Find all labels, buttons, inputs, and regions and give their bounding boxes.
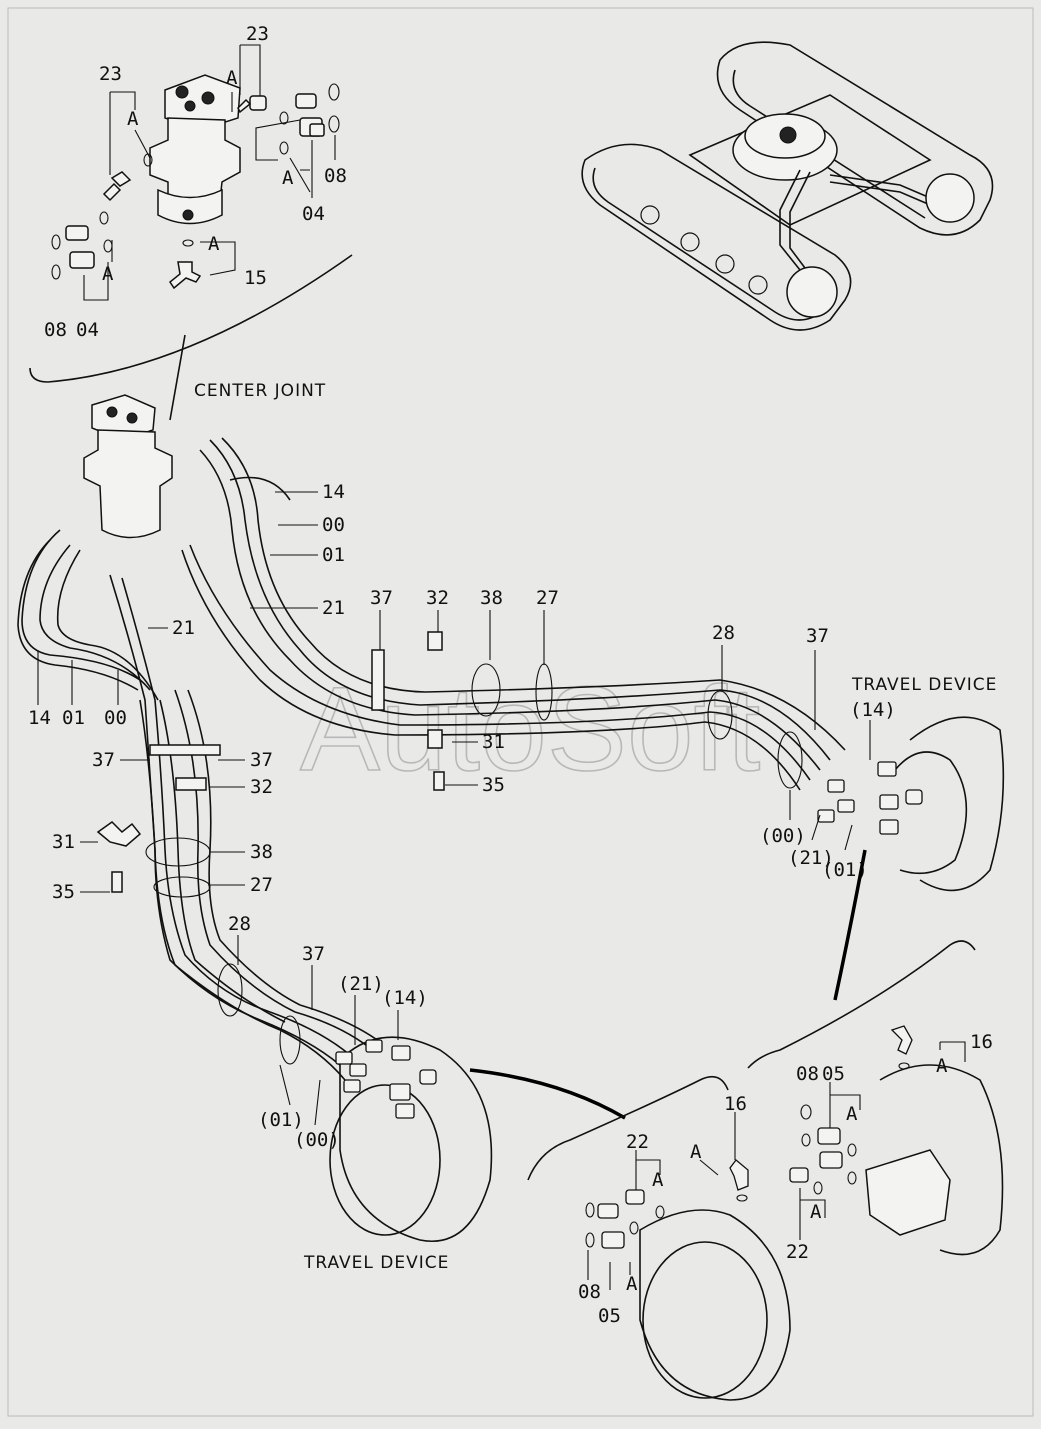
- callout-35-upper: 35: [482, 774, 505, 796]
- callout-21p-left: (21): [338, 973, 384, 995]
- callout-22-right: 22: [786, 1241, 809, 1263]
- caption-center-joint: CENTER JOINT: [194, 381, 326, 401]
- travel-detail-inset-right: 16 A 08 05 A A 22: [747, 940, 1004, 1263]
- callout-08-right: 08: [796, 1063, 819, 1085]
- travel-device-left: [329, 1036, 493, 1242]
- caption-travel-device-right: TRAVEL DEVICE: [851, 675, 997, 695]
- callout-a-3: A: [282, 167, 294, 189]
- page-frame: [7, 7, 1034, 1417]
- callout-08-bottom: 08: [44, 319, 67, 341]
- o-ring-08-top-a: [328, 83, 340, 101]
- center-joint-inset: 23 23 A A A A 08 04 08 04 15 A: [29, 23, 353, 421]
- callout-32-left: 32: [250, 776, 273, 798]
- callout-01-right: 01: [322, 544, 345, 566]
- callout-27-upper: 27: [536, 587, 559, 609]
- elbow-fitting-23a: [102, 171, 132, 202]
- callout-00p-right: (00): [760, 825, 806, 847]
- callout-21-right: 21: [322, 597, 345, 619]
- callout-32-upper: 32: [426, 587, 449, 609]
- callout-16-right: 16: [970, 1031, 993, 1053]
- undercarriage-overview: [581, 41, 994, 331]
- callout-a-7: A: [652, 1169, 664, 1191]
- callout-28-left: 28: [228, 913, 251, 935]
- o-ring-08-top-b: [328, 115, 340, 133]
- callout-01p-right: (01): [822, 859, 868, 881]
- callout-37-right: 37: [806, 625, 829, 647]
- callout-35-left: 35: [52, 881, 75, 903]
- callout-37-left-a: 37: [92, 749, 115, 771]
- center-joint-body: [149, 74, 241, 225]
- callout-37-left-b: 37: [250, 749, 273, 771]
- callout-38-upper: 38: [480, 587, 503, 609]
- callout-27-left: 27: [250, 874, 273, 896]
- callout-14-left: 14: [28, 707, 51, 729]
- callout-31-left: 31: [52, 831, 75, 853]
- callout-08-inset: 08: [578, 1281, 601, 1303]
- travel-device-right: [817, 716, 1005, 892]
- callout-a-9: A: [846, 1103, 858, 1125]
- callout-04-top: 04: [302, 203, 325, 225]
- callout-a-6: A: [626, 1273, 638, 1295]
- main-callouts: 14 00 01 21 21 14 01 00 37 32 38 27 31 3…: [28, 481, 896, 1151]
- o-ring-08-bottom-b: [51, 264, 61, 280]
- callout-37-upper: 37: [370, 587, 393, 609]
- callout-14p-left: (14): [382, 987, 428, 1009]
- callout-37-lower: 37: [302, 943, 325, 965]
- callout-31-upper: 31: [482, 731, 505, 753]
- callout-00-left: 00: [104, 707, 127, 729]
- callout-a-4: A: [102, 263, 114, 285]
- center-joint-assembled: [83, 394, 173, 539]
- callout-01p-left: (01): [258, 1109, 304, 1131]
- callout-05-inset: 05: [598, 1305, 621, 1327]
- callout-00p-left: (00): [294, 1129, 340, 1151]
- straight-connector-04-top: [295, 93, 325, 137]
- tee-fitting-15: [168, 261, 202, 290]
- callout-08-top: 08: [324, 165, 347, 187]
- caption-travel-device-left: TRAVEL DEVICE: [303, 1253, 449, 1273]
- callout-21-left: 21: [172, 617, 195, 639]
- callout-a-10: A: [810, 1201, 822, 1223]
- callout-a-1: A: [127, 108, 139, 130]
- callout-21p-right: (21): [788, 847, 834, 869]
- callout-38-left: 38: [250, 841, 273, 863]
- callout-23-left: 23: [99, 63, 122, 85]
- hose-bundle-right: [181, 437, 846, 791]
- callout-23-right: 23: [246, 23, 269, 45]
- main-leaders: [37, 491, 871, 1126]
- travel-detail-inset-left: 16 A 08 05 A A 22: [527, 1075, 791, 1401]
- callout-a-2: A: [226, 67, 238, 89]
- callout-a-5: A: [690, 1141, 702, 1163]
- elbow-fitting-23b: [249, 95, 267, 111]
- o-ring-08-bottom-a: [51, 234, 61, 250]
- straight-connector-04-bottom: [65, 225, 95, 269]
- callout-28-upper: 28: [712, 622, 735, 644]
- callout-01-left: 01: [62, 707, 85, 729]
- callout-a-8: A: [936, 1055, 948, 1077]
- callout-14p-right: (14): [850, 699, 896, 721]
- callout-00-right: 00: [322, 514, 345, 536]
- callout-16-left: 16: [724, 1093, 747, 1115]
- callout-14-right: 14: [322, 481, 345, 503]
- callout-05-right: 05: [822, 1063, 845, 1085]
- callout-04-bottom: 04: [76, 319, 99, 341]
- callout-15: 15: [244, 267, 267, 289]
- callout-22-left: 22: [626, 1131, 649, 1153]
- callout-a-15: A: [208, 233, 220, 255]
